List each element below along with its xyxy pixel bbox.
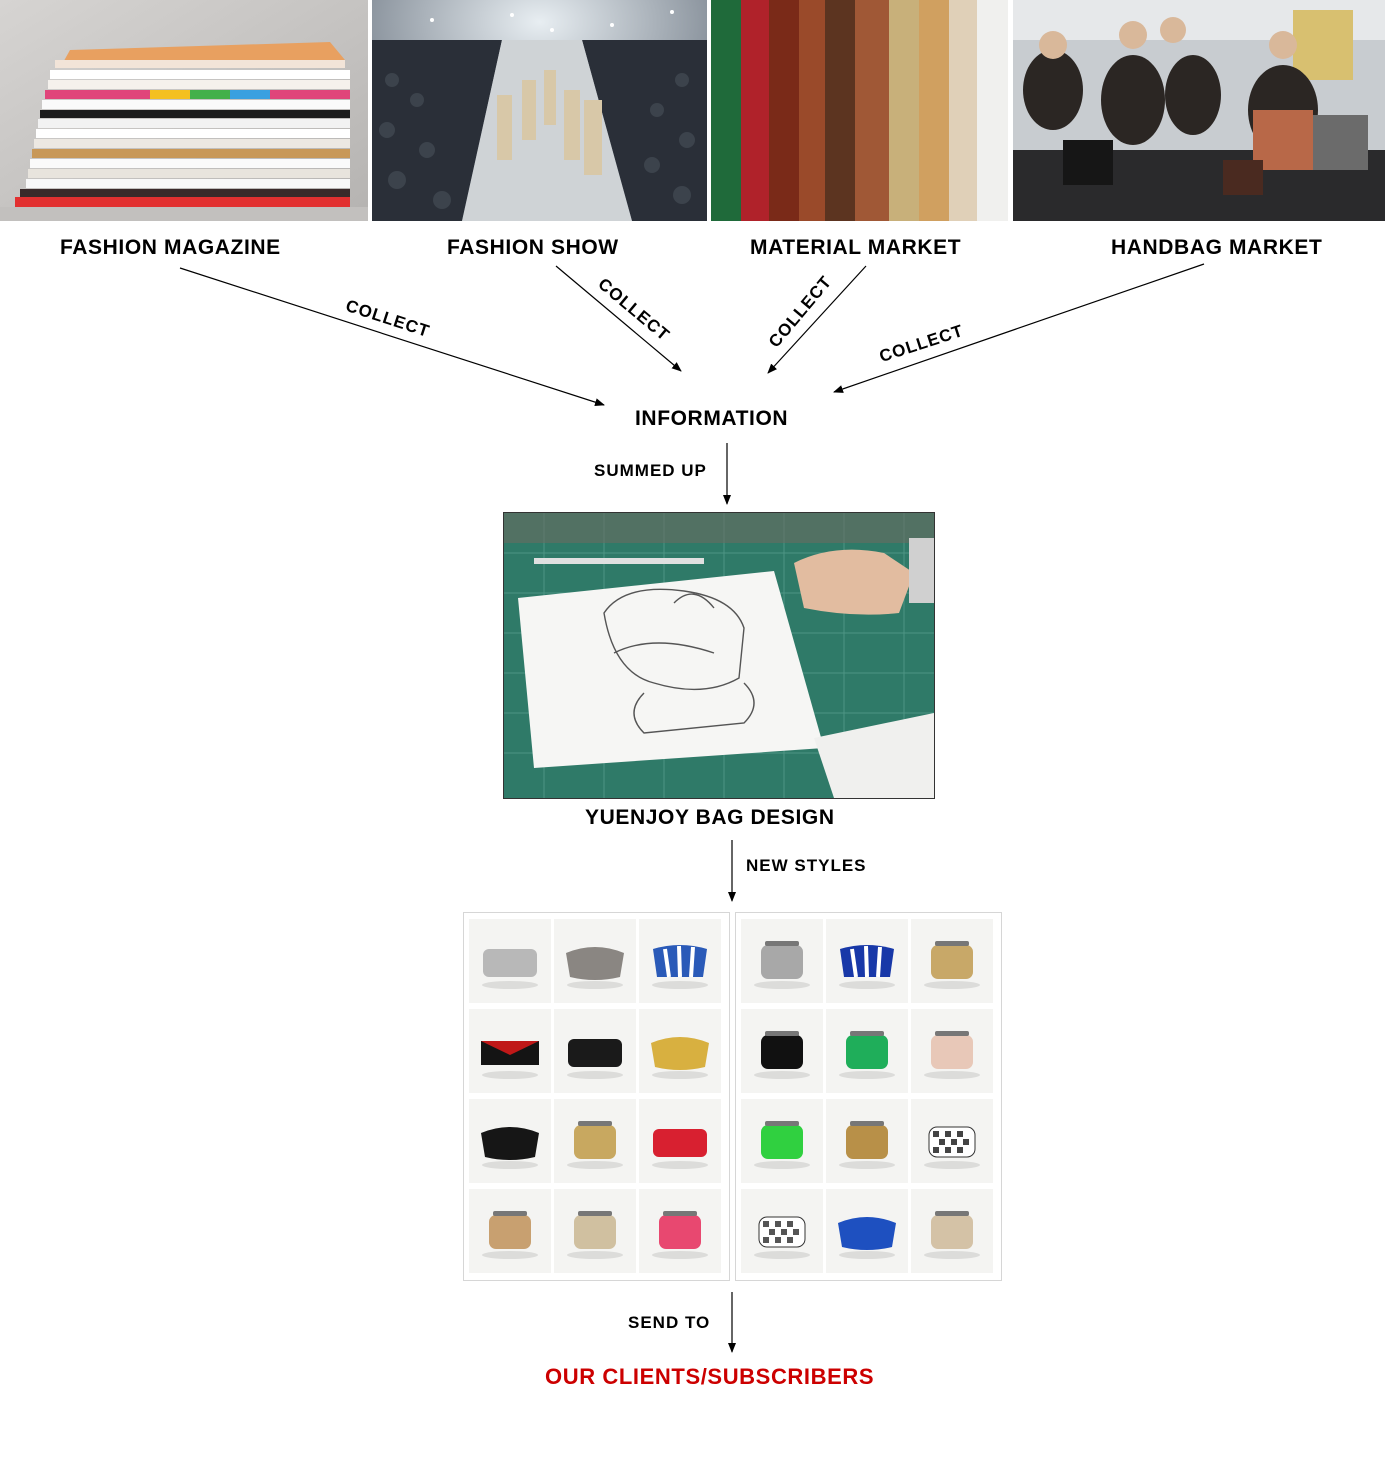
- information-label: INFORMATION: [635, 407, 788, 431]
- rose-gold-cage-bag-icon: [911, 1009, 993, 1093]
- clients-subscribers-label: OUR CLIENTS/SUBSCRIBERS: [545, 1364, 874, 1390]
- blue-zigzag-clutch-icon: [826, 919, 908, 1003]
- bag-grid-left: [463, 912, 730, 1281]
- wicker-clutch-icon: [469, 1189, 551, 1273]
- bag-design-sketch-photo: [503, 512, 935, 799]
- new-styles-label: NEW STYLES: [746, 856, 867, 876]
- blue-striped-clutch-icon: [639, 919, 721, 1003]
- yuenjoy-bag-design-label: YUENJOY BAG DESIGN: [585, 806, 835, 830]
- champagne-minaudiere-icon: [554, 1189, 636, 1273]
- blue-jeweled-clutch-icon: [826, 1189, 908, 1273]
- bag-grid-right: [735, 912, 1002, 1281]
- silver-mosaic-box-bag-icon: [741, 919, 823, 1003]
- red-pleated-clutch-icon: [639, 1099, 721, 1183]
- houndstooth-knuckle-clutch-icon: [741, 1189, 823, 1273]
- black-crescent-clutch-icon: [469, 1099, 551, 1183]
- arrow-handbag-to-information: [834, 264, 1204, 392]
- red-black-envelope-clutch-icon: [469, 1009, 551, 1093]
- arrow-magazine-to-information: [180, 268, 604, 405]
- black-bow-clutch-icon: [554, 1009, 636, 1093]
- gold-glitter-box-clutch-icon: [554, 1099, 636, 1183]
- silver-crystal-clutch-icon: [469, 919, 551, 1003]
- arrow-show-to-information: [556, 266, 681, 371]
- black-acrylic-box-bag-icon: [741, 1009, 823, 1093]
- summed-up-label: SUMMED UP: [594, 461, 707, 481]
- pink-acrylic-box-clutch-icon: [639, 1189, 721, 1273]
- houndstooth-clutch-icon: [911, 1099, 993, 1183]
- gold-pleated-clutch-icon: [639, 1009, 721, 1093]
- send-to-label: SEND TO: [628, 1313, 710, 1333]
- grey-pleated-clutch-icon: [554, 919, 636, 1003]
- green-box-clutch-icon: [741, 1099, 823, 1183]
- champagne-box-clutch-icon: [911, 1189, 993, 1273]
- green-crystal-box-bag-icon: [826, 1009, 908, 1093]
- gold-knuckle-clutch-icon: [826, 1099, 908, 1183]
- gold-beaded-minaudiere-icon: [911, 919, 993, 1003]
